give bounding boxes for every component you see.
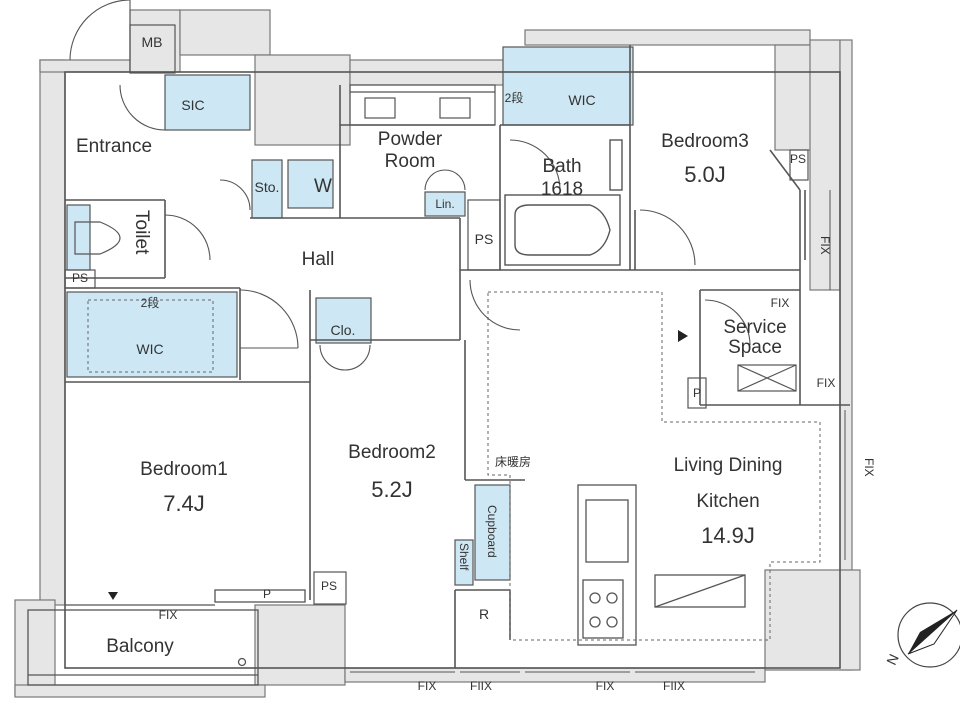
service-box bbox=[687, 364, 797, 409]
ldk-label-1: Living Dining bbox=[673, 455, 783, 476]
toilet-fixture bbox=[74, 221, 121, 255]
fix-label-bottom-2: FIX bbox=[595, 679, 615, 693]
ps-label-bedroom3: PS bbox=[789, 152, 807, 166]
bath-size-label: 1618 bbox=[540, 179, 584, 200]
floor-heating-label: 床暖房 bbox=[494, 455, 532, 469]
ps-label-bedroom2: PS bbox=[320, 579, 338, 593]
w-storage bbox=[287, 159, 334, 209]
entrance-label: Entrance bbox=[75, 136, 153, 157]
powder-sinks bbox=[349, 84, 496, 126]
lin-storage bbox=[424, 191, 466, 217]
doors bbox=[69, 0, 751, 371]
shelf-storage bbox=[454, 539, 474, 586]
ps-label-center: PS bbox=[474, 231, 494, 247]
service-space-label-2: Space bbox=[728, 337, 782, 358]
balcony-area bbox=[27, 589, 306, 686]
windows bbox=[350, 190, 846, 673]
ldk-label-2: Kitchen bbox=[696, 491, 760, 512]
service-space-label-1: Service bbox=[723, 317, 787, 338]
bedroom2-label: Bedroom2 bbox=[348, 442, 436, 463]
sic-storage bbox=[164, 74, 251, 131]
fix-label-balcony: FIX bbox=[158, 608, 178, 622]
wic-top-storage bbox=[502, 46, 634, 126]
wic-left-storage bbox=[66, 291, 238, 378]
shelf-label: Shelf bbox=[457, 543, 472, 571]
cupboard-label: Cupboard bbox=[485, 505, 500, 558]
p-label-balcony: P bbox=[262, 587, 272, 601]
balcony-label: Balcony bbox=[106, 636, 174, 657]
wic-left-label: WIC bbox=[136, 341, 164, 357]
powder-room-label-1: Powder bbox=[377, 129, 443, 150]
r-label: R bbox=[478, 606, 490, 622]
hall-label: Hall bbox=[301, 249, 335, 270]
bedroom3-size-label: 5.0J bbox=[684, 162, 726, 187]
floor-heating-outline bbox=[87, 291, 821, 641]
fiix-label-bottom-2: FIIX bbox=[662, 679, 686, 693]
bedroom1-label: Bedroom1 bbox=[140, 459, 228, 480]
sto-label: Sto. bbox=[254, 179, 280, 195]
ldk-size-label: 14.9J bbox=[701, 523, 755, 548]
fix-label-vertical-1: FIX bbox=[818, 236, 833, 255]
bedroom1-size-label: 7.4J bbox=[163, 491, 205, 516]
bath-label: Bath bbox=[542, 156, 582, 177]
arrow-marker-balcony bbox=[108, 592, 118, 600]
ps-boxes bbox=[64, 24, 809, 605]
toilet-label: Toilet bbox=[130, 210, 152, 255]
bathtub bbox=[504, 139, 623, 266]
lin-label: Lin. bbox=[435, 197, 455, 211]
bedroom2-size-label: 5.2J bbox=[371, 477, 413, 502]
fiix-label-bottom-1: FIIX bbox=[469, 679, 493, 693]
fix-label-service: FIX bbox=[770, 296, 790, 310]
arrow-marker bbox=[678, 330, 688, 342]
p-label-service: P bbox=[692, 386, 702, 400]
toilet-storage bbox=[66, 204, 91, 271]
fix-label-right: FIX bbox=[816, 376, 836, 390]
stairs-wic-left-label: 2段 bbox=[140, 296, 160, 310]
compass-icon bbox=[897, 602, 960, 668]
mb-label: MB bbox=[141, 34, 163, 50]
wic-top-label: WIC bbox=[568, 92, 596, 108]
ps-label-toilet: PS bbox=[71, 271, 89, 285]
sic-label: SIC bbox=[181, 97, 205, 113]
fix-label-bottom-1: FIX bbox=[417, 679, 437, 693]
kitchen-counter bbox=[577, 484, 746, 646]
storage-areas bbox=[66, 46, 634, 586]
fix-label-vertical-2: FIX bbox=[862, 458, 877, 477]
clo-storage bbox=[315, 297, 372, 344]
bedroom3-label: Bedroom3 bbox=[661, 131, 749, 152]
w-label: W bbox=[314, 176, 332, 197]
stairs-wic-top-label: 2段 bbox=[504, 91, 524, 105]
clo-label: Clo. bbox=[330, 322, 356, 338]
cupboard-storage bbox=[474, 484, 511, 581]
powder-room-label-2: Room bbox=[384, 151, 436, 172]
